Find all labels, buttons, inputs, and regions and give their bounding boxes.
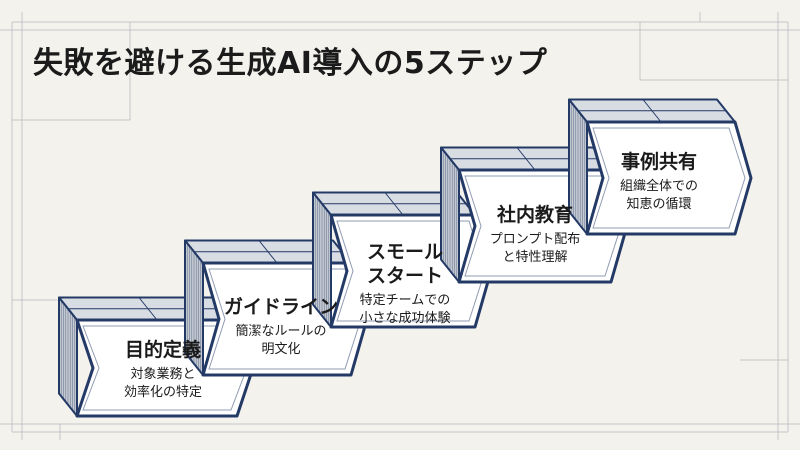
step-4-title: 社内教育 — [496, 204, 573, 226]
step-2-title: ガイドライン — [223, 296, 339, 318]
step-4-text: 社内教育 プロンプト配布 と特性理解 — [490, 203, 581, 267]
step-3-text: スモール スタート 特定チームでの 小さな成功体験 — [359, 240, 450, 328]
page-title: 失敗を避ける生成AI導入の5ステップ — [33, 46, 548, 81]
step-5-desc: 組織全体での 知恵の循環 — [619, 179, 699, 212]
step-2-desc: 簡潔なルールの 明文化 — [235, 324, 327, 357]
step-1-title: 目的定義 — [124, 339, 202, 361]
step-1-text: 目的定義 対象業務と 効率化の特定 — [124, 338, 202, 402]
step-1-desc: 対象業務と 効率化の特定 — [123, 367, 203, 400]
step-5-text: 事例共有 組織全体での 知恵の循環 — [620, 150, 698, 214]
step-2-text: ガイドライン 簡潔なルールの 明文化 — [224, 295, 338, 359]
step-3-title: スモール スタート — [366, 241, 444, 287]
step-5-block — [568, 98, 753, 236]
step-4-desc: プロンプト配布 と特性理解 — [489, 232, 581, 265]
step-3-desc: 特定チームでの 小さな成功体験 — [359, 293, 451, 326]
step-5-title: 事例共有 — [620, 151, 698, 173]
step-5-front-face — [585, 120, 753, 236]
